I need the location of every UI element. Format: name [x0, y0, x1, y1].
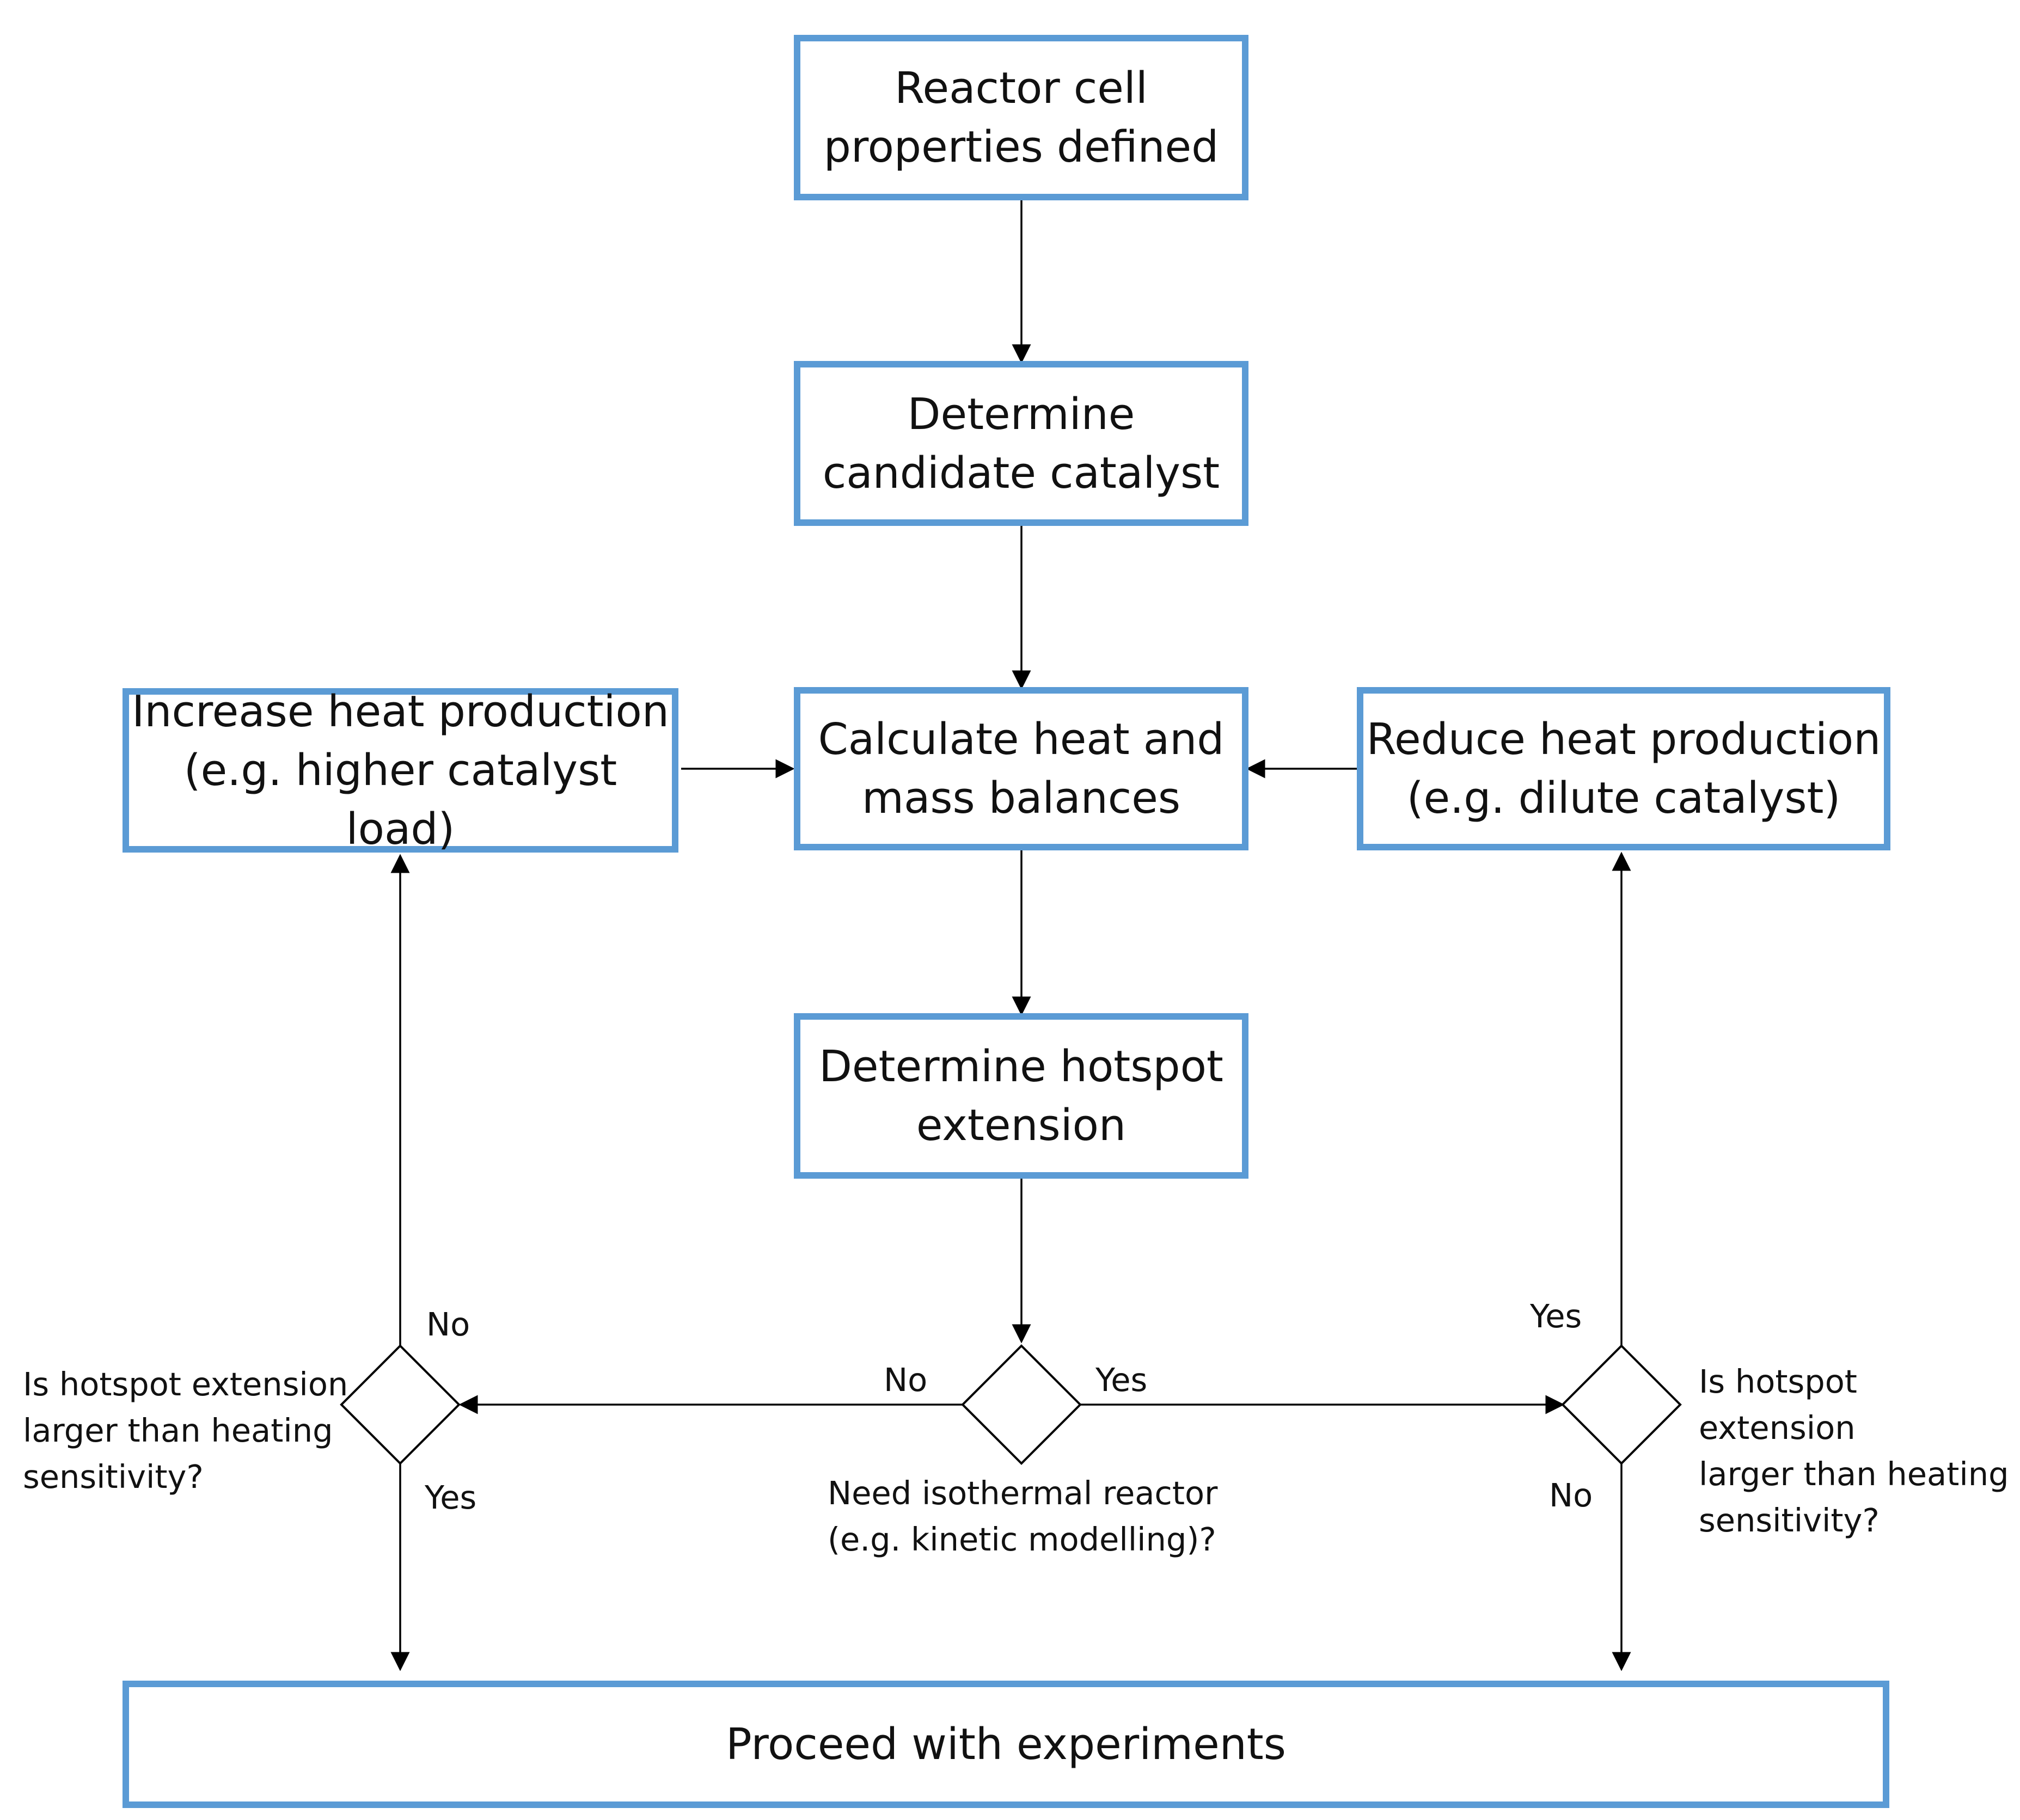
- box-increase-heat: Increase heat production (e.g. higher ca…: [123, 687, 678, 854]
- edge-label-isothermal-yes: Yes: [1095, 1361, 1148, 1399]
- box-hotspot-extension: Determine hotspot extension: [794, 1013, 1248, 1179]
- box-reactor-cell: Reactor cell properties defined: [794, 35, 1248, 200]
- decision-left-hotspot-text: Is hotspot extension larger than heating…: [23, 1365, 348, 1496]
- edge-label-left-yes: Yes: [425, 1479, 477, 1516]
- decision-right-diamond: [1561, 1344, 1682, 1465]
- edge-label-right-no: No: [1549, 1476, 1593, 1514]
- box-candidate-catalyst-text: Determine candidate catalyst: [822, 389, 1220, 498]
- box-reactor-cell-text: Reactor cell properties defined: [823, 63, 1219, 172]
- box-heat-mass-balances: Calculate heat and mass balances: [794, 687, 1248, 850]
- decision-isothermal-diamond: [961, 1344, 1082, 1465]
- decision-right-hotspot-text: Is hotspot extension larger than heating…: [1699, 1363, 2009, 1539]
- box-heat-mass-balances-text: Calculate heat and mass balances: [818, 714, 1225, 823]
- edge-label-isothermal-no: No: [884, 1361, 928, 1399]
- box-reduce-heat-text: Reduce heat production (e.g. dilute cata…: [1366, 714, 1881, 823]
- box-hotspot-extension-text: Determine hotspot extension: [819, 1041, 1223, 1150]
- box-proceed-experiments-text: Proceed with experiments: [726, 1719, 1286, 1769]
- edge-label-left-no: No: [426, 1306, 470, 1343]
- edge-label-right-yes: Yes: [1530, 1297, 1582, 1335]
- decision-left-diamond: [340, 1344, 461, 1465]
- decision-isothermal-text: Need isothermal reactor (e.g. kinetic mo…: [828, 1474, 1218, 1558]
- box-proceed-experiments: Proceed with experiments: [123, 1681, 1889, 1808]
- box-candidate-catalyst: Determine candidate catalyst: [794, 361, 1248, 526]
- box-increase-heat-text: Increase heat production (e.g. higher ca…: [132, 687, 669, 854]
- box-reduce-heat: Reduce heat production (e.g. dilute cata…: [1357, 687, 1890, 850]
